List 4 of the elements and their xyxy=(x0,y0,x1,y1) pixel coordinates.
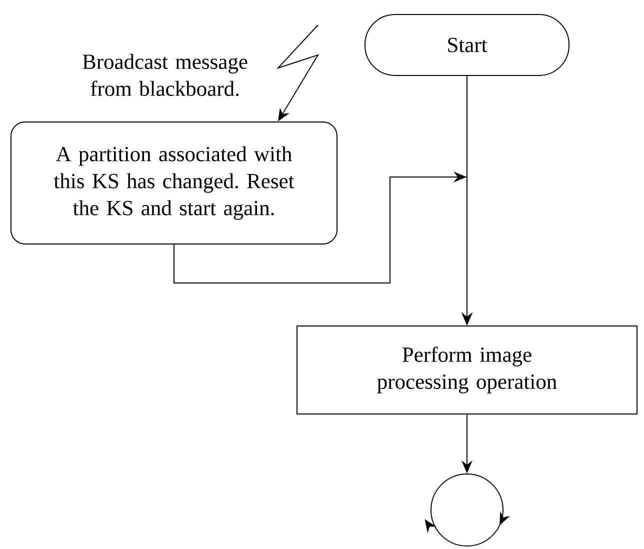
message-text: Broadcast message from blackboard. xyxy=(82,54,248,96)
reset-box: A partition associated with this KS has changed. Reset the KS and start again. xyxy=(10,122,338,244)
process-box: Perform image processing operation xyxy=(296,326,638,414)
start-terminal: Start xyxy=(364,14,570,76)
